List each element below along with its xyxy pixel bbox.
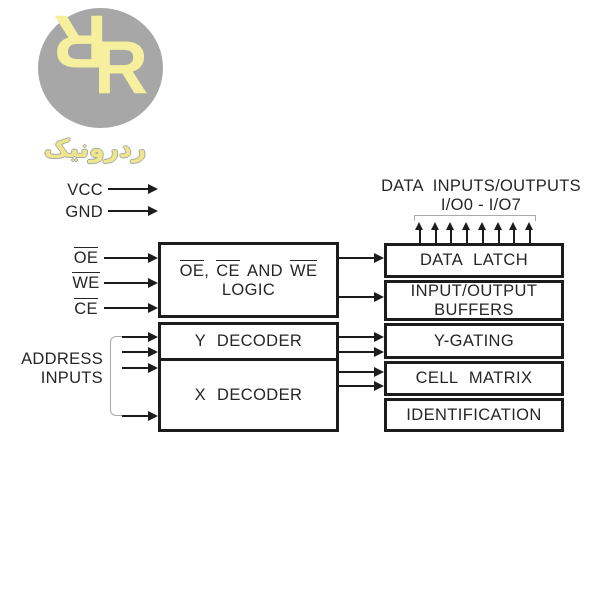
- gnd-arrow: [108, 206, 158, 216]
- io-arrow-0: [415, 222, 424, 243]
- io-arrow-3: [462, 222, 471, 243]
- io-range-bracket: [414, 215, 536, 221]
- xdecoder-to-cellmatrix-arrow-1: [339, 367, 384, 377]
- io-arrow-5: [494, 222, 503, 243]
- address-arrow-1: [122, 332, 158, 342]
- cell-matrix-box: CELL MATRIX: [384, 361, 564, 396]
- we-pin-label: WE: [72, 272, 100, 292]
- control-logic-box: OE, CE AND WE LOGIC: [158, 242, 339, 318]
- address-arrow-2: [122, 347, 158, 357]
- y-gating-box: Y-GATING: [384, 323, 564, 359]
- io-arrow-1: [431, 222, 440, 243]
- io-arrow-7: [525, 222, 534, 243]
- ydecoder-to-ygating-arrow-1: [339, 332, 384, 342]
- io-arrow-4: [478, 222, 487, 243]
- io-arrow-2: [446, 222, 455, 243]
- y-decoder-section: Y DECODER: [161, 325, 336, 361]
- vcc-arrow: [108, 184, 158, 194]
- oe-arrow: [104, 253, 158, 263]
- data-io-range: I/O0 - I/O7: [440, 196, 522, 214]
- control-logic-line1: OE, CE AND WE: [179, 260, 318, 280]
- logo-circle: R R: [38, 0, 163, 128]
- we-arrow: [104, 278, 158, 288]
- vcc-pin-label: VCC: [67, 181, 103, 199]
- decoder-box: Y DECODER X DECODER: [158, 322, 339, 432]
- logo-monogram-r-icon: R: [94, 25, 149, 109]
- oe-pin-label: OE: [73, 247, 99, 267]
- io-buffers-box: INPUT/OUTPUT BUFFERS: [384, 280, 564, 321]
- data-io-title: DATA INPUTS/OUTPUTS: [381, 177, 581, 195]
- x-decoder-section: X DECODER: [194, 385, 303, 404]
- control-logic-line2: LOGIC: [221, 281, 276, 299]
- address-bracket: [110, 336, 123, 416]
- ce-arrow: [104, 303, 158, 313]
- address-inputs-label: ADDRESS INPUTS: [21, 350, 103, 387]
- ydecoder-to-ygating-arrow-2: [339, 347, 384, 357]
- logo-brand-text: ردرونیک: [43, 135, 147, 163]
- ce-pin-label: CE: [74, 298, 98, 318]
- gnd-pin-label: GND: [65, 203, 103, 221]
- xdecoder-to-cellmatrix-arrow-2: [339, 381, 384, 391]
- logic-to-io-buffers-arrow: [339, 292, 384, 302]
- logic-to-data-latch-arrow: [339, 253, 384, 263]
- identification-box: IDENTIFICATION: [384, 398, 564, 432]
- data-latch-box: DATA LATCH: [384, 243, 564, 278]
- io-arrow-6: [509, 222, 518, 243]
- address-arrow-3: [122, 363, 158, 373]
- address-arrow-4: [122, 411, 158, 421]
